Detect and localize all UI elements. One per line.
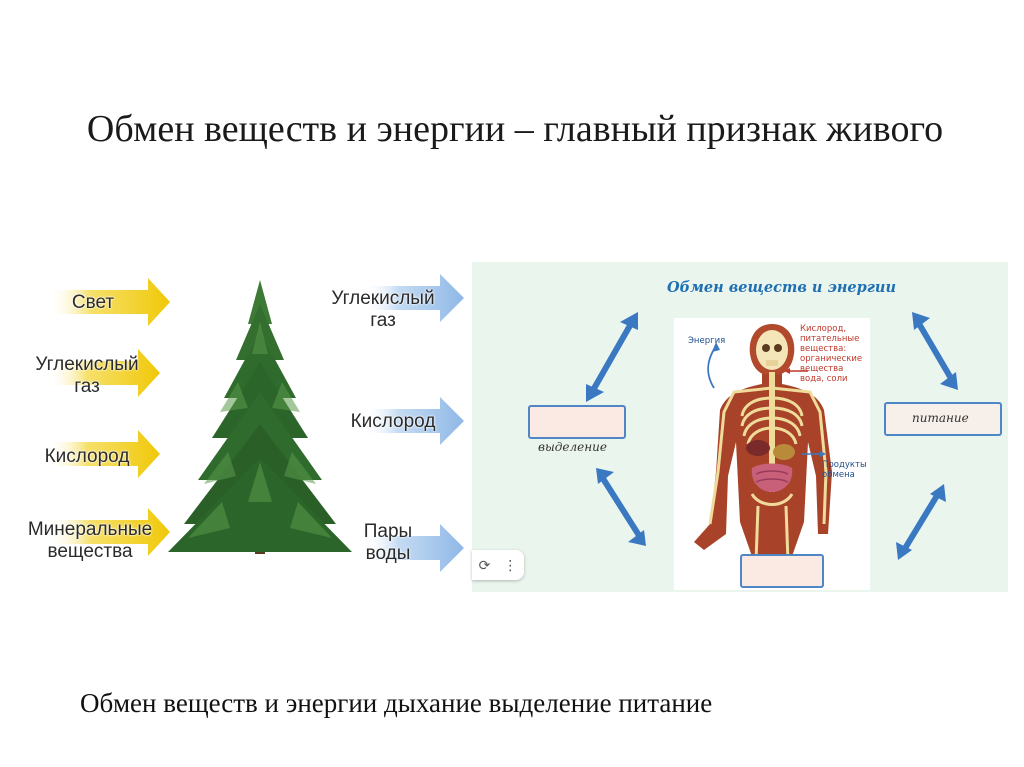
products-note: Продукты обмена xyxy=(822,460,867,480)
slide-caption: Обмен веществ и энергии дыхание выделени… xyxy=(80,688,713,718)
input-label-minerals: Минеральные вещества xyxy=(8,519,172,563)
refresh-icon[interactable]: ⟳ xyxy=(478,556,491,573)
input-label-co2-line1: Углекислый xyxy=(35,354,139,375)
slide-title: Обмен веществ и энергии – главный призна… xyxy=(86,108,944,150)
input-arrow-minerals xyxy=(48,508,170,556)
input-label-oxygen: Кислород xyxy=(22,446,152,468)
respiration-answer-box[interactable] xyxy=(528,405,626,439)
output-arrow-water xyxy=(363,524,464,572)
inputs-note-line2: питательные xyxy=(800,334,860,344)
arrow-bottom-left-icon xyxy=(596,468,646,546)
output-label-oxygen-text: Кислород xyxy=(350,411,436,432)
output-label-co2-line2: газ xyxy=(370,310,396,331)
excretion-answer-box[interactable] xyxy=(740,554,824,588)
input-arrow-co2 xyxy=(48,349,160,397)
metabolism-scheme-panel: Обмен веществ и энергии xyxy=(472,262,1008,592)
metabolism-scheme-graphics xyxy=(586,312,958,563)
cycle-arrows xyxy=(586,312,958,560)
input-label-minerals-line1: Минеральные xyxy=(27,519,153,540)
output-label-oxygen: Кислород xyxy=(328,411,458,433)
inputs-note-line3: вещества: xyxy=(800,344,847,354)
nutrition-label: питание xyxy=(912,411,969,425)
more-options-icon[interactable]: ⋮ xyxy=(503,556,518,573)
output-label-co2-line1: Углекислый xyxy=(331,288,435,309)
arrow-top-left-icon xyxy=(586,312,638,402)
excretion-label: выделение xyxy=(538,440,607,454)
output-label-co2: Углекислый газ xyxy=(308,288,458,332)
tree-diagram-graphics xyxy=(48,274,464,572)
input-label-minerals-line2: вещества xyxy=(47,541,133,562)
output-label-water-line1: Пары xyxy=(363,521,413,542)
input-label-oxygen-text: Кислород xyxy=(44,446,130,467)
products-note-line2: обмена xyxy=(822,470,855,480)
spruce-tree-icon xyxy=(168,280,352,554)
output-label-water: Пары воды xyxy=(348,521,428,565)
nutrition-answer-box[interactable]: питание xyxy=(884,402,1002,436)
tree-gas-exchange-diagram: Свет Углекислый газ Кислород Минеральные… xyxy=(8,262,473,592)
scheme-title: Обмен веществ и энергии xyxy=(667,279,897,296)
input-label-light-text: Свет xyxy=(71,292,115,313)
input-arrow-light xyxy=(48,278,170,326)
products-note-line1: Продукты xyxy=(822,460,867,470)
input-label-co2-line2: газ xyxy=(74,376,100,397)
output-arrows xyxy=(363,274,464,572)
input-arrow-oxygen xyxy=(48,430,160,478)
input-arrows xyxy=(48,278,170,556)
inputs-note-line6: вода, соли xyxy=(800,374,848,384)
arrow-bottom-right-icon xyxy=(896,484,946,560)
input-label-light: Свет xyxy=(38,292,148,314)
energy-label: Энергия xyxy=(688,336,726,346)
inputs-note: Кислород, питательные вещества: органиче… xyxy=(800,324,862,384)
energy-arrow-icon xyxy=(707,345,717,389)
arrow-top-right-icon xyxy=(912,312,958,390)
inputs-note-line1: Кислород, xyxy=(800,324,847,334)
floating-toolbar: ⟳ ⋮ xyxy=(472,550,524,580)
output-label-water-line2: воды xyxy=(365,543,411,564)
human-body-icon xyxy=(694,324,832,563)
inputs-note-line5: вещества xyxy=(800,364,844,374)
inputs-note-line4: органические xyxy=(800,354,863,364)
output-arrow-oxygen xyxy=(363,397,464,445)
output-arrow-co2 xyxy=(363,274,464,322)
input-label-co2: Углекислый газ xyxy=(12,354,162,398)
